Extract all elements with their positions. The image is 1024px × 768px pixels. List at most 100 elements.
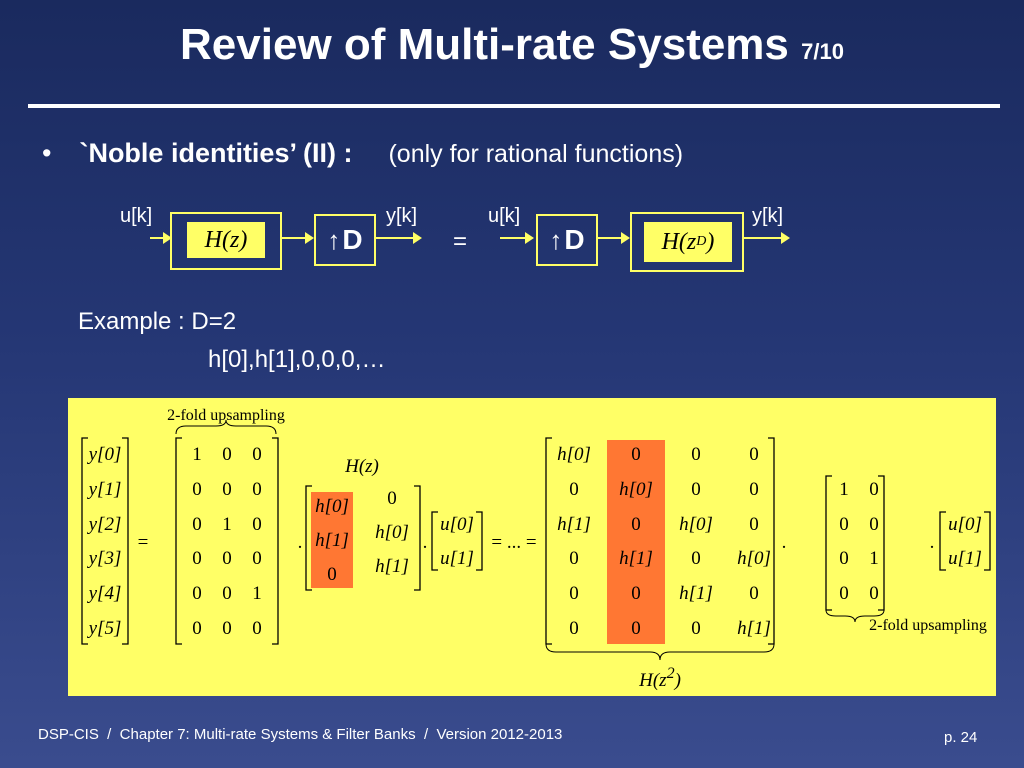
h-matrix-entry: h[0] (375, 522, 409, 543)
big-matrix-entry: h[1] (619, 548, 653, 569)
up-matrix-bracket-right (272, 437, 279, 645)
equivalence-sign: = (453, 228, 468, 255)
y-vector-entry: y[5] (87, 618, 122, 639)
left-filter-label: H(z) (187, 222, 265, 258)
up-matrix-entry: 0 (252, 618, 262, 639)
bullet-noble-identities: • `Noble identities’ (II) : (only for ra… (42, 138, 683, 169)
u-vector-bracket-1-right (476, 511, 483, 571)
y-vector-entry: y[2] (87, 514, 122, 535)
left-filter-block (170, 212, 282, 270)
y-vector-entry: y[4] (87, 583, 122, 604)
y-vector-bracket-right (122, 437, 129, 645)
h-matrix-entry: h[1] (315, 530, 349, 551)
big-matrix-entry: 0 (749, 479, 759, 500)
u-vector-bracket-2-left (939, 511, 946, 571)
h-matrix-bracket-right (414, 485, 421, 591)
big-matrix-entry: h[1] (737, 618, 771, 639)
hz2-label: H(z2) (638, 665, 681, 691)
big-matrix-entry: 0 (569, 618, 579, 639)
up-matrix-entry: 0 (192, 479, 202, 500)
small-up-matrix-bracket-right (878, 475, 885, 611)
right-decimator-label: D (564, 224, 585, 255)
example-sequence: h[0],h[1],0,0,0,… (208, 346, 386, 373)
bullet-label: `Noble identities’ (II) : (79, 138, 353, 168)
big-matrix-entry: h[0] (679, 514, 713, 535)
dot-sign-4: . (930, 532, 935, 553)
big-matrix-entry: h[0] (737, 548, 771, 569)
small-up-matrix-entry: 0 (839, 583, 849, 604)
up-matrix-bracket-left (175, 437, 182, 645)
dot-sign-1: . (298, 532, 303, 553)
big-matrix-entry: 0 (691, 479, 701, 500)
big-matrix-entry: h[0] (619, 479, 653, 500)
mid-arrow-left (282, 232, 314, 244)
y-vector-bracket-left (81, 437, 88, 645)
up-matrix-entry: 0 (252, 479, 262, 500)
h-matrix-entry: 0 (387, 488, 397, 509)
u-vector-bracket-1-left (431, 511, 438, 571)
hz2-close: ) (674, 670, 681, 691)
big-matrix-entry: 0 (631, 514, 641, 535)
big-matrix-bracket-left (545, 437, 552, 645)
right-decimator-block: ↑ D (536, 214, 598, 266)
h-matrix-entry: h[1] (375, 556, 409, 577)
up-matrix-entry: 0 (222, 618, 232, 639)
u-vector-entry: u[1] (440, 548, 474, 569)
up-matrix-entry: 0 (252, 548, 262, 569)
y-vector-entry: y[3] (87, 548, 122, 569)
big-matrix-entry: h[0] (557, 444, 591, 465)
dot-sign-2: . (423, 532, 428, 553)
footer-page-number: p. 24 (944, 729, 978, 746)
small-brace (825, 609, 885, 623)
left-output-label: y[k] (386, 205, 418, 227)
right-filter-block (630, 212, 744, 272)
h-matrix-entry: h[0] (315, 496, 349, 517)
h-matrix-highlight (311, 492, 353, 588)
bullet-marker: • (42, 138, 52, 168)
dots-equals: = ... = (491, 532, 536, 553)
small-up-matrix-entry: 0 (839, 548, 849, 569)
right-output-arrow (744, 232, 790, 244)
left-input-arrow (150, 232, 172, 244)
top-brace-label: 2-fold upsampling (167, 407, 285, 424)
right-filter-exp: D (696, 234, 707, 249)
right-input-label: u[k] (488, 205, 521, 227)
big-matrix-entry: 0 (691, 548, 701, 569)
u-vector-entry: u[0] (440, 514, 474, 535)
hz2-exp: 2 (667, 665, 675, 682)
big-matrix-entry: 0 (569, 548, 579, 569)
small-up-matrix-bracket-left (825, 475, 832, 611)
example-heading: Example : D=2 (78, 308, 237, 335)
bullet-note: (only for rational functions) (388, 140, 684, 168)
hz-label: H(z) (344, 456, 379, 477)
left-output-arrow (376, 232, 422, 244)
up-matrix-entry: 1 (222, 514, 232, 535)
small-up-matrix-entry: 0 (869, 514, 879, 535)
big-matrix-entry: h[1] (557, 514, 591, 535)
bottom-right-label: 2-fold upsampling (869, 617, 987, 634)
h-matrix-bracket-left (305, 485, 312, 591)
y-vector-entry: y[1] (87, 479, 122, 500)
up-matrix-entry: 1 (252, 583, 262, 604)
up-matrix-entry: 0 (252, 514, 262, 535)
slide-page-fraction: 7/10 (801, 39, 844, 64)
right-filter-close: ) (706, 228, 715, 255)
left-decimator-label: D (342, 224, 363, 255)
down-arrow-icon: ↑ (549, 224, 563, 255)
mid-arrow-right (598, 232, 630, 244)
big-matrix-entry: 0 (631, 444, 641, 465)
matrix-equation-svg: 2-fold upsamplingy[0]y[1]y[2]y[3]y[4]y[5… (81, 407, 991, 691)
small-up-matrix-entry: 0 (869, 479, 879, 500)
big-matrix-entry: 0 (631, 618, 641, 639)
small-up-matrix-entry: 1 (869, 548, 879, 569)
up-matrix-entry: 0 (192, 548, 202, 569)
small-up-matrix-entry: 0 (869, 583, 879, 604)
big-matrix-entry: 0 (749, 583, 759, 604)
equals-sign-1: = (138, 532, 149, 553)
slide-title-text: Review of Multi-rate Systems (180, 20, 789, 69)
up-matrix-entry: 0 (192, 618, 202, 639)
up-matrix-entry: 0 (252, 444, 262, 465)
big-matrix-bracket-right (768, 437, 775, 645)
u-vector-entry-right: u[1] (948, 548, 982, 569)
